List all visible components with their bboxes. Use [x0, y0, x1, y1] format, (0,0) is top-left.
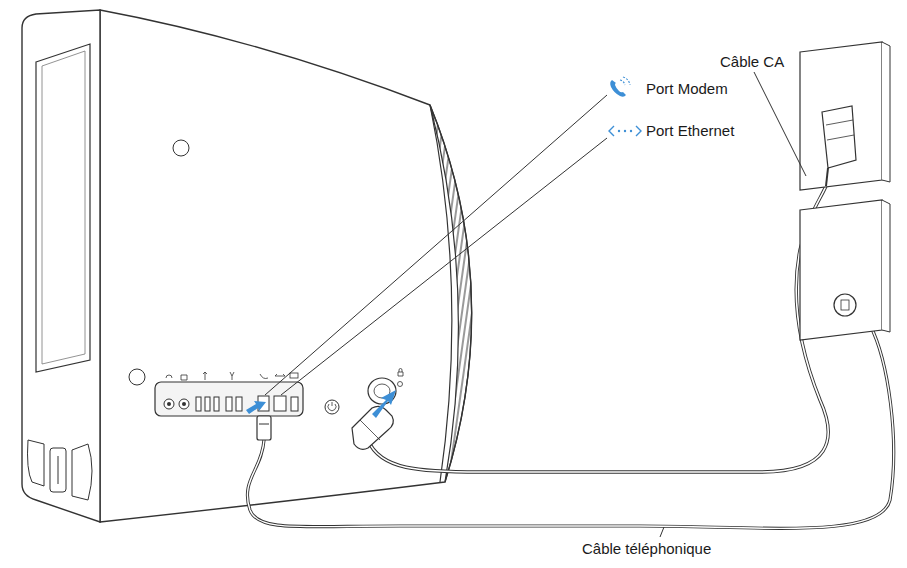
ethernet-icon — [624, 130, 626, 132]
leader-line — [281, 138, 607, 395]
audio-port — [182, 402, 186, 406]
ac-plug — [360, 420, 380, 440]
insert-arrow — [372, 390, 396, 418]
ethernet-port — [274, 396, 286, 411]
port-panel — [155, 382, 303, 416]
ethernet-icon — [609, 126, 641, 136]
computer-back-dome — [430, 105, 472, 482]
phone-jack — [841, 300, 849, 310]
computer-back-edge — [430, 105, 452, 482]
power-button — [328, 402, 336, 411]
screen-bezel-inner — [42, 51, 85, 364]
leader-line — [660, 527, 664, 537]
audio-port — [164, 399, 174, 409]
phone-jack — [834, 294, 856, 316]
wall-plug — [826, 120, 853, 125]
wall-plate — [882, 200, 890, 332]
computer-screen — [36, 44, 90, 372]
usb-port — [196, 397, 201, 411]
front-speaker — [72, 444, 92, 500]
firewire-port — [226, 397, 232, 411]
usb-port — [214, 397, 219, 411]
leader-line — [754, 72, 806, 176]
front-drive-slot — [58, 456, 59, 484]
ethernet-icon — [630, 130, 632, 132]
audio-port — [167, 402, 171, 406]
port-icons — [166, 372, 298, 380]
lock-icon — [398, 369, 403, 377]
usb-port — [205, 397, 210, 411]
wall-plug — [822, 106, 856, 168]
power-button — [325, 400, 339, 414]
screw-hole — [173, 140, 189, 156]
ac-cable — [368, 186, 828, 472]
wall-plate — [882, 42, 890, 182]
firewire-port — [236, 397, 242, 411]
front-drive-slot — [50, 448, 66, 492]
wall-plate — [800, 200, 882, 340]
part-label: Câble téléphonique — [582, 540, 711, 558]
ac-plug — [352, 406, 393, 449]
part-label: Câble CA — [720, 53, 784, 71]
wall-plug — [826, 168, 828, 186]
phone-connector — [259, 424, 269, 425]
ac-cable — [368, 186, 828, 472]
ethernet-icon — [618, 130, 620, 132]
insert-arrow — [246, 401, 266, 414]
audio-port — [179, 399, 189, 409]
screw-hole — [129, 369, 145, 385]
phone-connector — [257, 416, 271, 440]
computer-front — [22, 10, 100, 522]
phone-cable — [247, 308, 893, 528]
part-label: Port Modem — [646, 80, 728, 98]
leader-line — [265, 95, 607, 395]
computer-body — [100, 10, 472, 522]
video-port — [291, 397, 298, 411]
wall-plug — [827, 135, 854, 140]
modem-icon — [620, 77, 630, 85]
part-label: Port Ethernet — [646, 122, 734, 140]
phone-cable — [247, 308, 893, 528]
wall-plate — [800, 42, 882, 190]
lock-slot — [398, 382, 403, 387]
front-speaker — [28, 440, 45, 486]
